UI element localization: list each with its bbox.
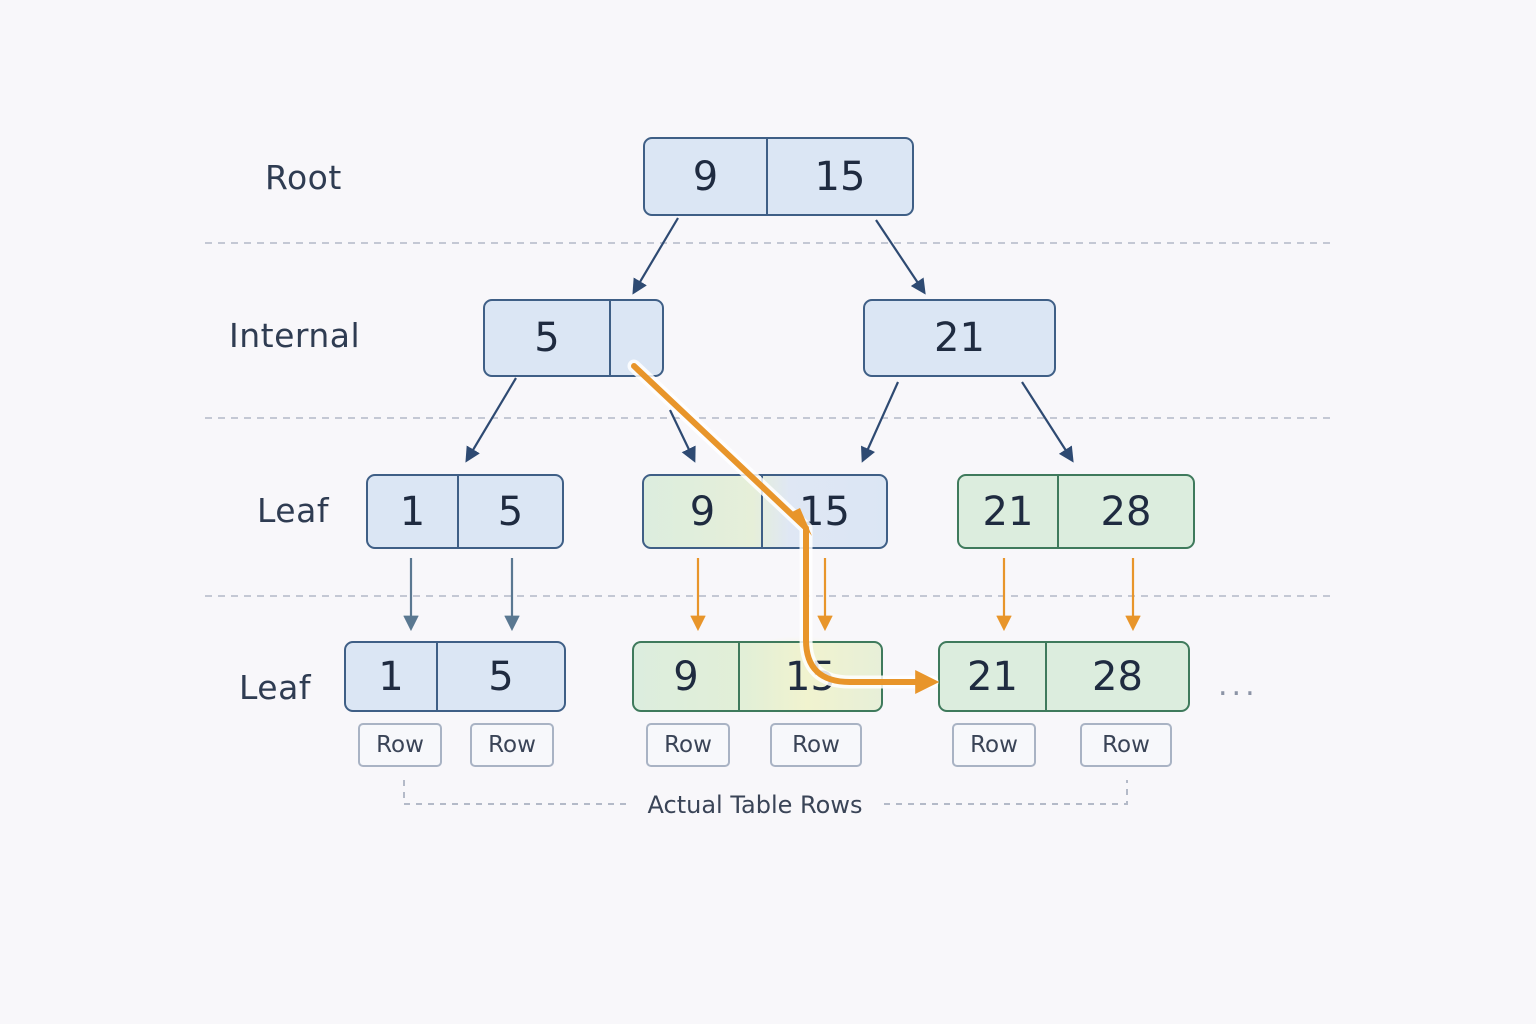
edge-root-to-internal-right [875,219,926,295]
table-rows-caption: Actual Table Rows [630,788,880,822]
edge-internal-left-to-leaf-1 [465,377,517,463]
node-key: 9 [673,653,699,700]
leaf-upper-3: 21 28 [957,474,1195,549]
node-key: 15 [761,476,886,547]
more-leaves-ellipsis: ... [1218,668,1259,703]
node-key: 28 [1045,643,1188,710]
node-key: 15 [766,139,912,214]
table-row-box: Row [470,723,554,767]
node-key: 28 [1057,476,1193,547]
node-key: 21 [982,488,1034,535]
node-key: 5 [436,643,564,710]
node-key: 5 [534,315,560,361]
edge-internal-right-to-leaf-3 [1021,381,1074,463]
level-label-leaf-upper: Leaf [257,491,329,530]
edge-internal-right-to-leaf-2 [861,381,900,463]
node-key: 1 [399,488,426,535]
table-row-box: Row [952,723,1036,767]
internal-node-right: 21 [863,299,1056,377]
node-key: 15 [738,643,881,710]
table-row-box: Row [646,723,730,767]
level-label-internal: Internal [229,316,361,355]
level-label-leaf-lower: Leaf [239,668,311,707]
node-key: 9 [692,153,719,200]
node-key: 21 [967,653,1018,700]
node-key-empty [609,301,662,375]
edge-root-to-internal-left [632,217,679,295]
level-label-root: Root [265,158,342,197]
table-row-box: Row [1080,723,1172,767]
node-key: 5 [457,476,562,547]
node-key: 9 [689,488,716,535]
leaf-upper-1: 1 5 [366,474,564,549]
table-row-box: Row [358,723,442,767]
leaf-lower-3: 21 28 [938,641,1190,712]
node-key: 21 [934,315,985,361]
leaf-lower-2: 9 15 [632,641,883,712]
root-node: 9 15 [643,137,914,216]
node-key: 1 [378,653,404,700]
internal-node-left: 5 [483,299,664,377]
leaf-upper-2: 9 15 [642,474,888,549]
leaf-lower-1: 1 5 [344,641,566,712]
table-row-box: Row [770,723,862,767]
